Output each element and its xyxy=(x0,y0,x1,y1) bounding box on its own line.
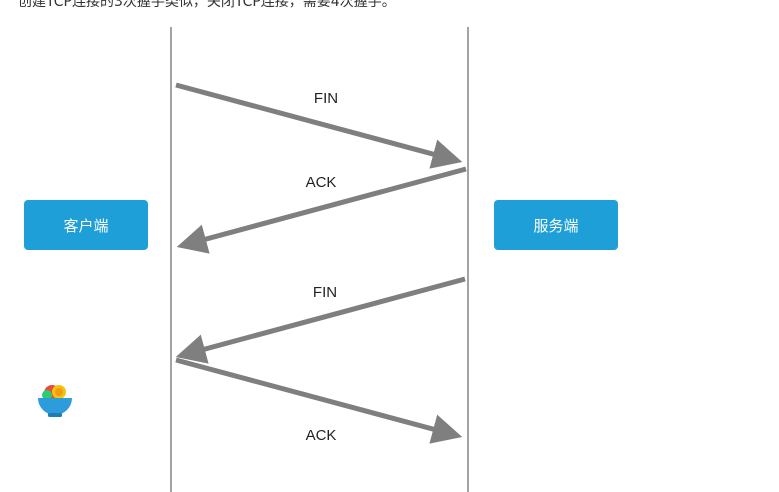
message-label-fin-1: FIN xyxy=(313,90,339,107)
fin-arrow-1 xyxy=(175,82,463,169)
fin-arrow-2 xyxy=(175,276,466,364)
ack-arrow-1 xyxy=(176,166,467,254)
message-label-ack-2: ACK xyxy=(305,427,337,444)
food-bowl-icon xyxy=(35,381,75,421)
message-label-fin-2: FIN xyxy=(312,284,338,301)
server-node: 服务端 xyxy=(494,200,618,250)
ack-arrow-2 xyxy=(175,357,463,444)
message-label-ack-1: ACK xyxy=(305,174,337,191)
header-text: 创建TCP连接的3次握手类似，关闭TCP连接，需要4次握手。 xyxy=(18,0,396,10)
client-node: 客户端 xyxy=(24,200,148,250)
